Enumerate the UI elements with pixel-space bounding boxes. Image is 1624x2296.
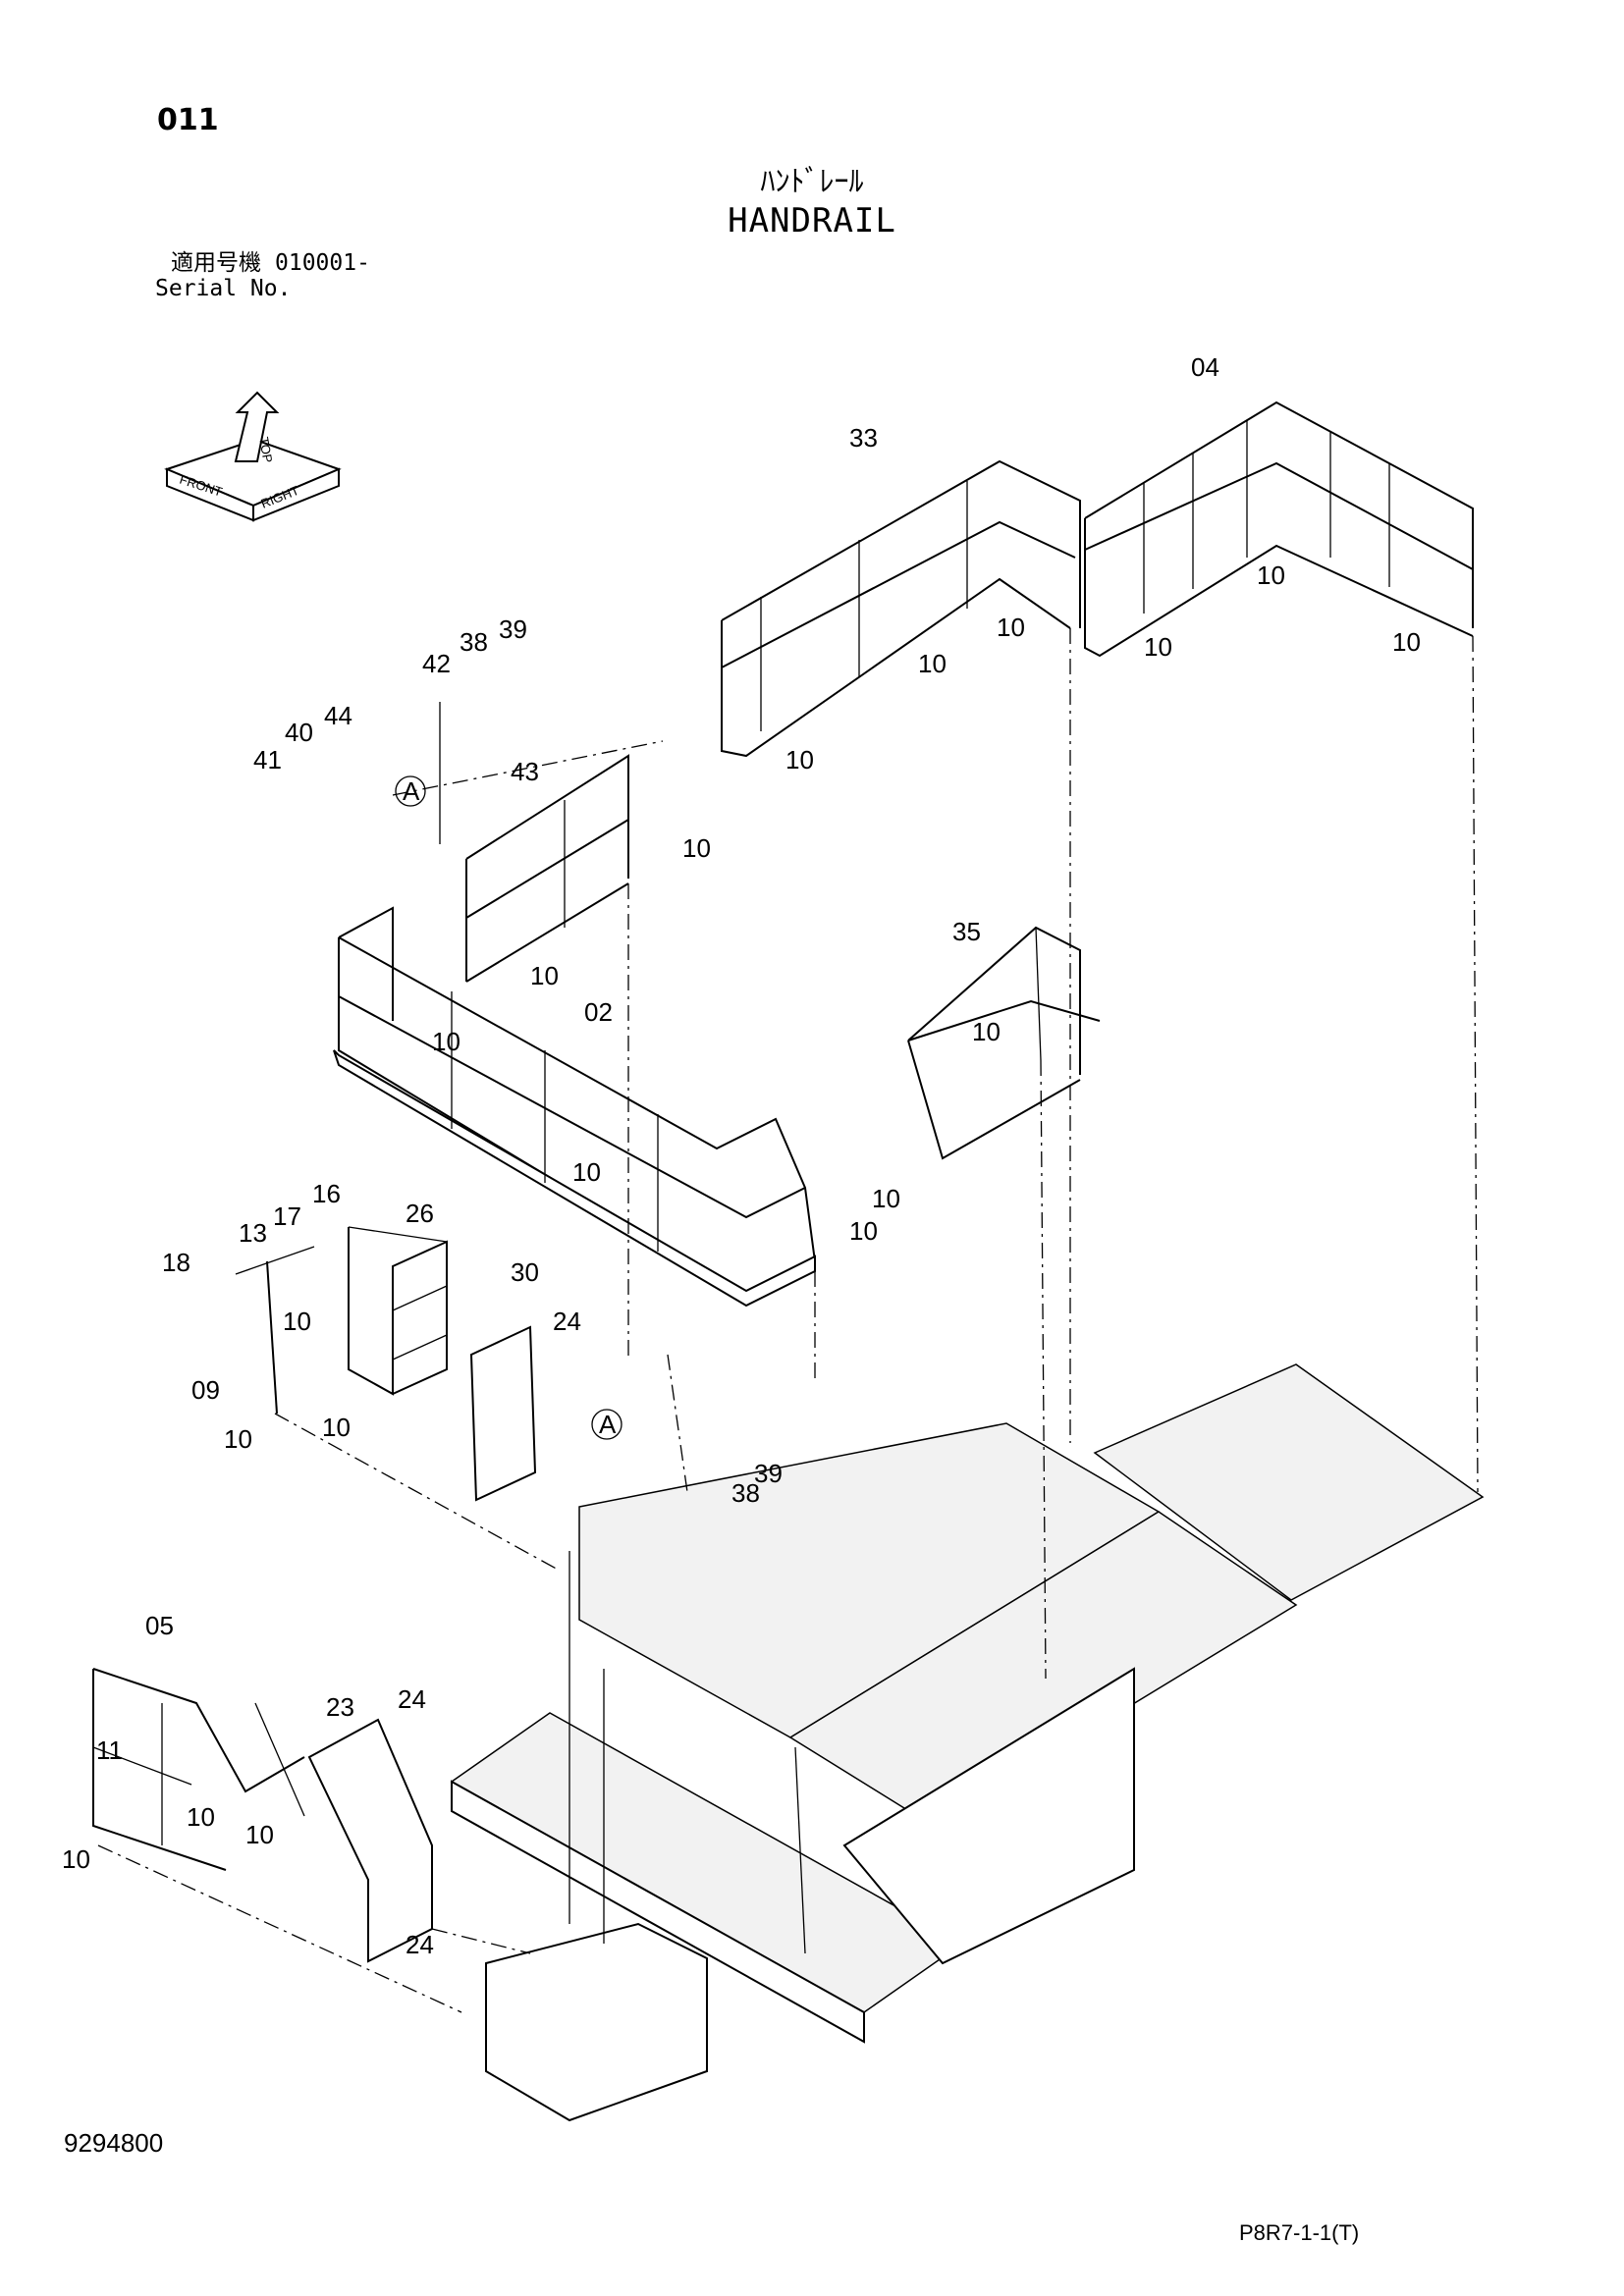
serial-label-jp: 適用号機 [171, 250, 261, 276]
callout-10-h: 10 [682, 833, 711, 863]
callout-10: 10 [432, 1027, 460, 1056]
handrail-26 [348, 1226, 448, 1396]
callout-18-left: 18 [162, 1248, 190, 1277]
callout-24-mid: 24 [398, 1684, 426, 1714]
callout-44: 44 [324, 701, 352, 730]
callout-10-p: 10 [224, 1424, 252, 1454]
callout-38-lower: 38 [731, 1478, 760, 1508]
callout-16-left: 16 [312, 1179, 341, 1208]
callout-10-q: 10 [187, 1802, 215, 1832]
serial-value: 010001- [275, 250, 370, 276]
callout-09: 09 [191, 1375, 220, 1405]
callout-05: 05 [145, 1611, 174, 1640]
serial-info: 適用号機 010001- Serial No. [155, 250, 370, 301]
handrail-35 [907, 926, 1101, 1160]
callout-10-e: 10 [1392, 627, 1421, 657]
callout-10-j: 10 [572, 1157, 601, 1187]
callout-ref-a-lower: A [599, 1410, 617, 1439]
serial-label-en: Serial No. [155, 276, 292, 301]
handrail-02 [333, 906, 816, 1308]
callout-23: 23 [326, 1692, 354, 1722]
callout-10-i: 10 [530, 961, 559, 990]
page-title: HANDRAIL [728, 201, 896, 240]
handrail-33 [721, 459, 1081, 758]
callout-10-s: 10 [62, 1844, 90, 1874]
handrail-43 [439, 702, 629, 983]
callout-43: 43 [511, 757, 539, 786]
callout-26: 26 [406, 1199, 434, 1228]
callout-02: 02 [584, 997, 613, 1027]
callout-10-n: 10 [283, 1307, 311, 1336]
ref-a-circle-lower [591, 1409, 623, 1440]
ref-a-circle [395, 775, 426, 807]
cover-30 [469, 1325, 537, 1502]
callout-10-r: 10 [245, 1820, 274, 1849]
callout-10-c: 10 [1144, 632, 1172, 662]
callout-40: 40 [285, 718, 313, 747]
callout-39: 39 [499, 614, 527, 644]
post-09 [235, 1246, 315, 1415]
callout-04: 04 [1191, 352, 1219, 382]
callout-24-upper: 24 [553, 1307, 581, 1336]
callout-33: 33 [849, 423, 878, 453]
orientation-icon: FRONT TOP RIGHT [164, 391, 342, 522]
callout-10-o: 10 [322, 1413, 351, 1442]
callout-10-l: 10 [872, 1184, 900, 1213]
callout-39-lower: 39 [754, 1459, 783, 1488]
callout-10-m: 10 [849, 1216, 878, 1246]
callout-10-k: 10 [972, 1017, 1001, 1046]
callout-13-left: 13 [239, 1218, 267, 1248]
document-number: 9294800 [64, 2128, 164, 2158]
orientation-label-top: TOP [256, 436, 275, 464]
callout-ref-a: A [403, 776, 420, 806]
page-code: P8R7-1-1(T) [1239, 2220, 1360, 2245]
assembly-lines [97, 628, 1479, 2013]
callout-11: 11 [96, 1735, 123, 1765]
title-japanese: ﾊﾝﾄﾞﾚｰﾙ [760, 165, 864, 199]
callouts: 04 33 02 35 43 42 38 39 44 40 41 26 30 2… [62, 352, 1421, 1959]
callout-42: 42 [422, 649, 451, 678]
callout-10-f: 10 [918, 649, 947, 678]
handrail-05 [92, 1668, 305, 1871]
callout-30: 30 [511, 1257, 539, 1287]
cover-23 [307, 1718, 433, 1963]
platform-body [450, 1363, 1485, 2122]
page-number: 011 [157, 103, 219, 137]
callout-35: 35 [952, 917, 981, 946]
callout-17-left: 17 [273, 1201, 301, 1231]
callout-10-b: 10 [997, 613, 1025, 642]
callout-10-d: 10 [1257, 561, 1285, 590]
callout-24-lower: 24 [406, 1930, 434, 1959]
callout-38: 38 [460, 627, 488, 657]
handrail-04 [1084, 400, 1474, 658]
callout-41: 41 [253, 745, 282, 774]
callout-10-g: 10 [785, 745, 814, 774]
